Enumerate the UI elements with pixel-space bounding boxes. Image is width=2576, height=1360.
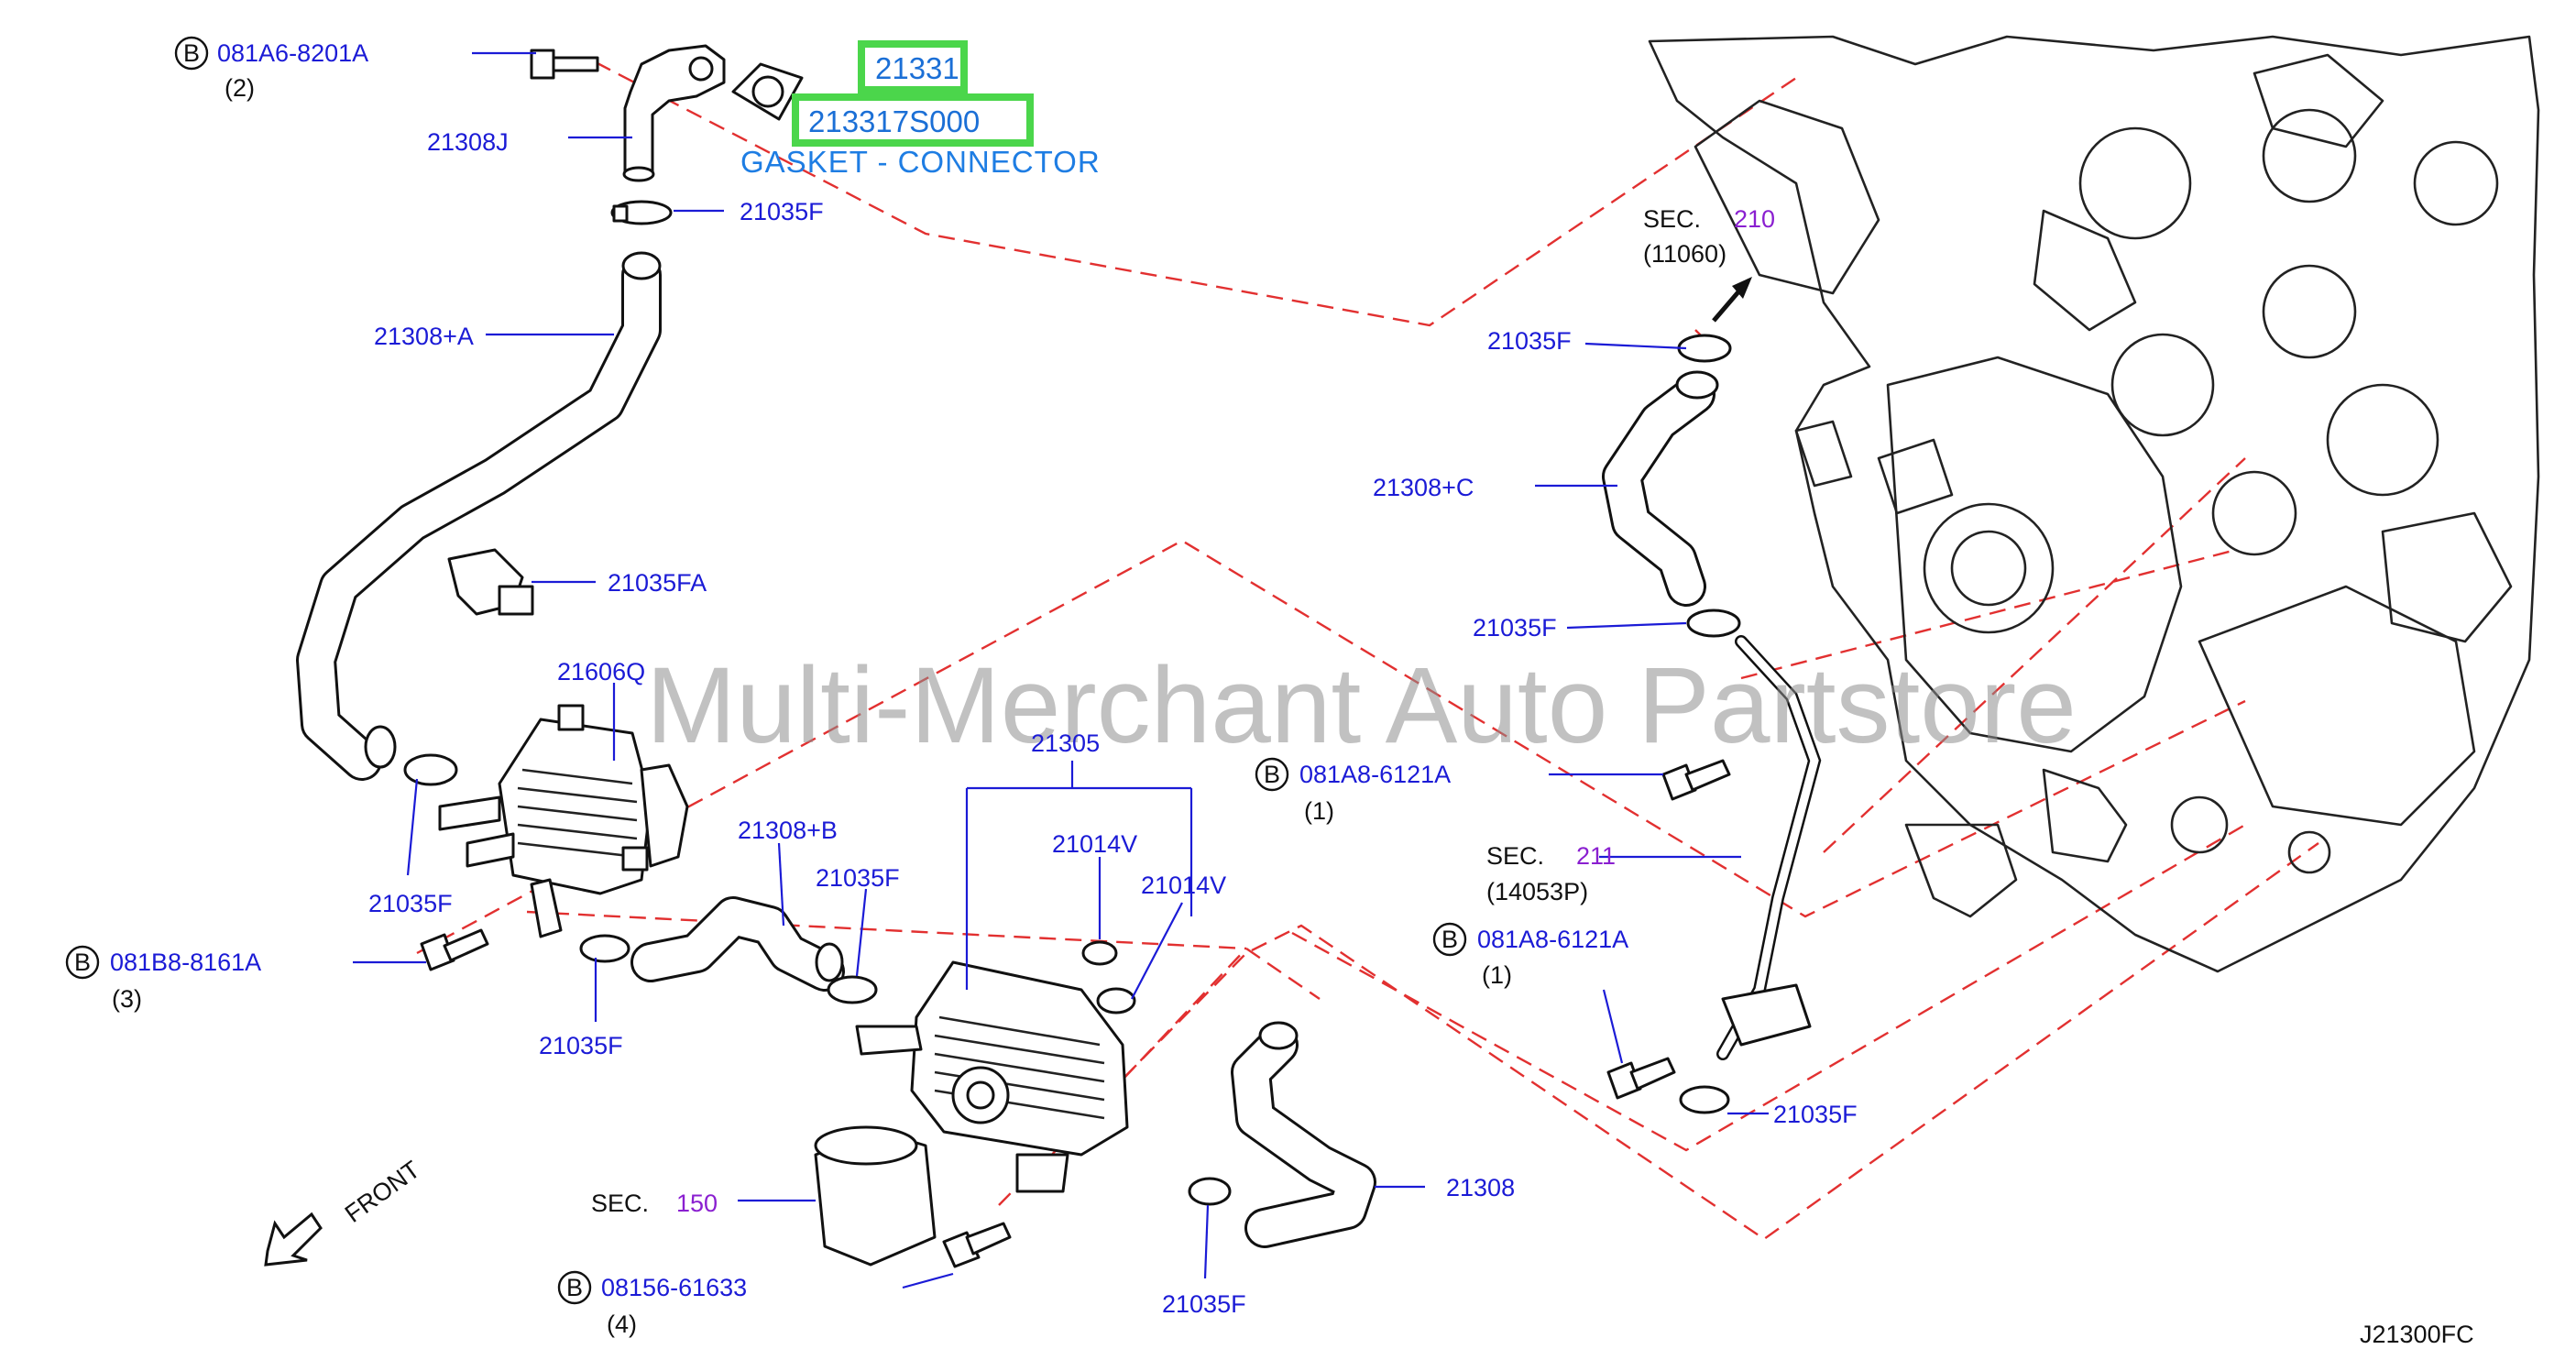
engine-block-outline [1648,35,2540,973]
callout-21035fa[interactable]: 21035FA [608,569,707,597]
connector-pipe-21308j[interactable] [622,44,726,182]
callout-sec-211[interactable]: 211 [1576,842,1616,870]
gasket-connector[interactable] [731,62,804,121]
part-description-gasket-connector: GASKET - CONNECTOR [740,145,1101,179]
callout-qty: (1) [1304,797,1334,825]
clamp-21035f-hose-21308[interactable] [1188,1177,1232,1206]
clamp-21035f-pipe-bottom[interactable] [1679,1085,1730,1114]
callout-21035f[interactable]: 21035F [1773,1101,1858,1128]
leader-lines [353,51,1769,1289]
callout-sec-sub: (11060) [1643,240,1726,268]
bolt-marker-b: B [74,949,91,976]
callout-21035f[interactable]: 21035F [1162,1290,1246,1318]
callout-21308-c[interactable]: 21308+C [1373,474,1474,501]
bolt-081b8-8161a[interactable] [420,928,489,971]
bolt-081a8-6121a-lower[interactable] [1606,1057,1676,1100]
metal-pipe-sec211[interactable] [1716,635,1822,1060]
highlight-box-213317s000 [792,93,1034,147]
bolt-08156-61633[interactable] [942,1222,1012,1268]
part-number-21331[interactable]: 21331 [875,51,959,85]
diagram-code: J21300FC [2360,1321,2474,1348]
bolt-marker-icons [65,36,1467,1305]
callout-081a8-6121a[interactable]: 081A8-6121A [1477,926,1628,953]
bolt-081a8-6121a-upper[interactable] [1661,759,1731,801]
watermark: Multi-Merchant Auto Partstore [646,645,2077,766]
callout-21014v[interactable]: 21014V [1141,872,1226,899]
oil-cooler-21606q[interactable] [438,704,689,938]
bolt-marker-b: B [183,39,200,67]
callout-sec-sub: (14053P) [1486,878,1588,905]
bolt-marker-b: B [1441,926,1458,953]
clamp-21035f-top[interactable] [610,200,673,225]
callout-sec-prefix: SEC. [591,1190,649,1217]
clamp-21035f-upper-c[interactable] [1677,334,1732,363]
callout-sec-210[interactable]: 210 [1734,205,1775,233]
callout-081b8-8161a[interactable]: 081B8-8161A [110,949,261,976]
hose-21308[interactable] [1231,1021,1376,1248]
bolt-081a6-8201a[interactable] [530,49,599,80]
clamp-21035f-lower-c[interactable] [1686,609,1741,638]
callout-21035f[interactable]: 21035F [539,1032,623,1059]
highlight-box-21331 [858,40,968,93]
oil-cooler-21305[interactable] [855,960,1129,1193]
callout-08156-61633[interactable]: 08156-61633 [601,1274,747,1301]
callout-qty: (2) [225,74,255,102]
callout-sec-prefix: SEC. [1643,205,1701,233]
callout-qty: (1) [1482,961,1512,989]
clamp-21035f-cooler-left[interactable] [403,753,458,786]
o-ring-21014v-lower[interactable] [1096,987,1136,1015]
clamp-21035f-cooler-bottom[interactable] [579,934,630,963]
callout-21308-a[interactable]: 21308+A [374,323,474,350]
hose-21308-b[interactable] [630,896,845,992]
bolt-marker-b: B [1264,761,1280,788]
front-arrow-icon [264,1212,323,1267]
callout-qty: (3) [112,985,142,1013]
callout-21308[interactable]: 21308 [1446,1174,1515,1201]
front-label: FRONT [340,1156,425,1228]
part-number-213317s000[interactable]: 213317S000 [808,104,980,138]
callout-21035f[interactable]: 21035F [816,864,900,892]
callout-sec-150[interactable]: 150 [676,1190,718,1217]
assembly-dashed-lines [416,60,2319,1241]
callout-21305[interactable]: 21305 [1031,729,1100,757]
callout-21035f[interactable]: 21035F [1473,614,1557,642]
clip-21035fa[interactable] [447,548,534,616]
callout-21014v[interactable]: 21014V [1052,830,1137,858]
callout-qty: (4) [607,1311,637,1338]
bolt-marker-b: B [566,1274,583,1301]
o-ring-21014v-upper[interactable] [1081,940,1118,966]
callout-21035f[interactable]: 21035F [740,198,824,225]
callout-21035f[interactable]: 21035F [368,890,453,917]
callout-081a8-6121a[interactable]: 081A8-6121A [1299,761,1451,788]
oil-filter[interactable] [814,1125,937,1267]
hose-21308-c[interactable] [1602,370,1719,607]
callout-21308j[interactable]: 21308J [427,128,509,156]
callout-21035f[interactable]: 21035F [1487,327,1572,355]
hose-21308-a[interactable] [296,251,662,781]
clamp-21035f-hose-b[interactable] [827,975,878,1004]
callout-sec-prefix: SEC. [1486,842,1544,870]
arrow-to-sec210 [1712,277,1752,323]
callout-081a6-8201a[interactable]: 081A6-8201A [217,39,368,67]
callout-21308-b[interactable]: 21308+B [738,817,838,844]
callout-21606q[interactable]: 21606Q [557,658,645,685]
